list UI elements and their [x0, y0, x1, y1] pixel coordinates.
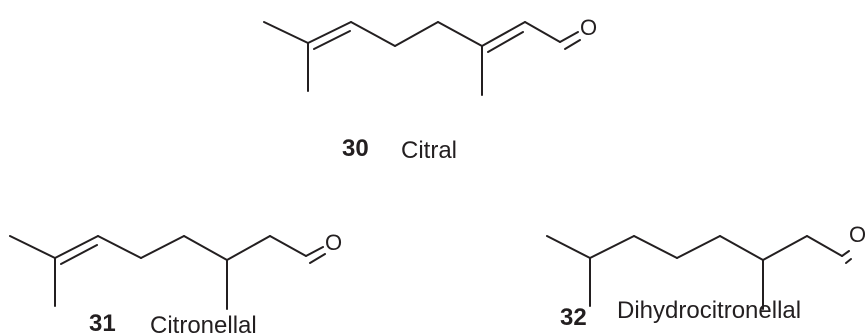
bond [589, 235, 635, 259]
carbonyl-bond [305, 246, 324, 257]
bond [9, 235, 56, 259]
structure-citral: O [263, 15, 597, 96]
bond [762, 235, 808, 261]
carbonyl-bond-inner [309, 253, 326, 264]
compound-number-31: 31 [89, 310, 116, 333]
bond [719, 235, 764, 261]
carbonyl-bond-inner [845, 258, 852, 264]
oxygen-atom-label: O [849, 222, 865, 247]
carbonyl-bond-inner [564, 39, 581, 50]
double-bond-inner [487, 31, 524, 53]
compound-name-citronellal: Citronellal [150, 312, 257, 333]
bond [307, 21, 352, 44]
bond [546, 235, 591, 259]
oxygen-atom-label: O [580, 15, 597, 40]
bond [633, 235, 678, 259]
bond [263, 21, 309, 44]
structure-dihydrocitronellal: O [546, 222, 865, 310]
bond [54, 235, 99, 259]
double-bond-inner [60, 244, 98, 265]
bond [226, 235, 271, 261]
carbonyl-bond [559, 31, 579, 43]
compound-name-citral: Citral [401, 137, 457, 164]
bond [269, 235, 307, 257]
bond [524, 21, 561, 43]
bond [97, 235, 142, 259]
double-bond-inner [313, 30, 351, 50]
compound-number-30: 30 [342, 135, 369, 162]
bond [394, 21, 439, 47]
bond [350, 21, 396, 47]
compound-name-dihydrocitronellal: Dihydrocitronellal [617, 297, 801, 324]
bond [806, 235, 843, 257]
bond [140, 235, 185, 259]
compound-number-32: 32 [560, 304, 587, 331]
bond [183, 235, 228, 261]
bond [676, 235, 721, 259]
structure-citronellal: O [9, 230, 342, 310]
oxygen-atom-label: O [325, 230, 342, 255]
carbonyl-bond [841, 250, 850, 257]
bond [481, 21, 526, 47]
bond [437, 21, 483, 47]
